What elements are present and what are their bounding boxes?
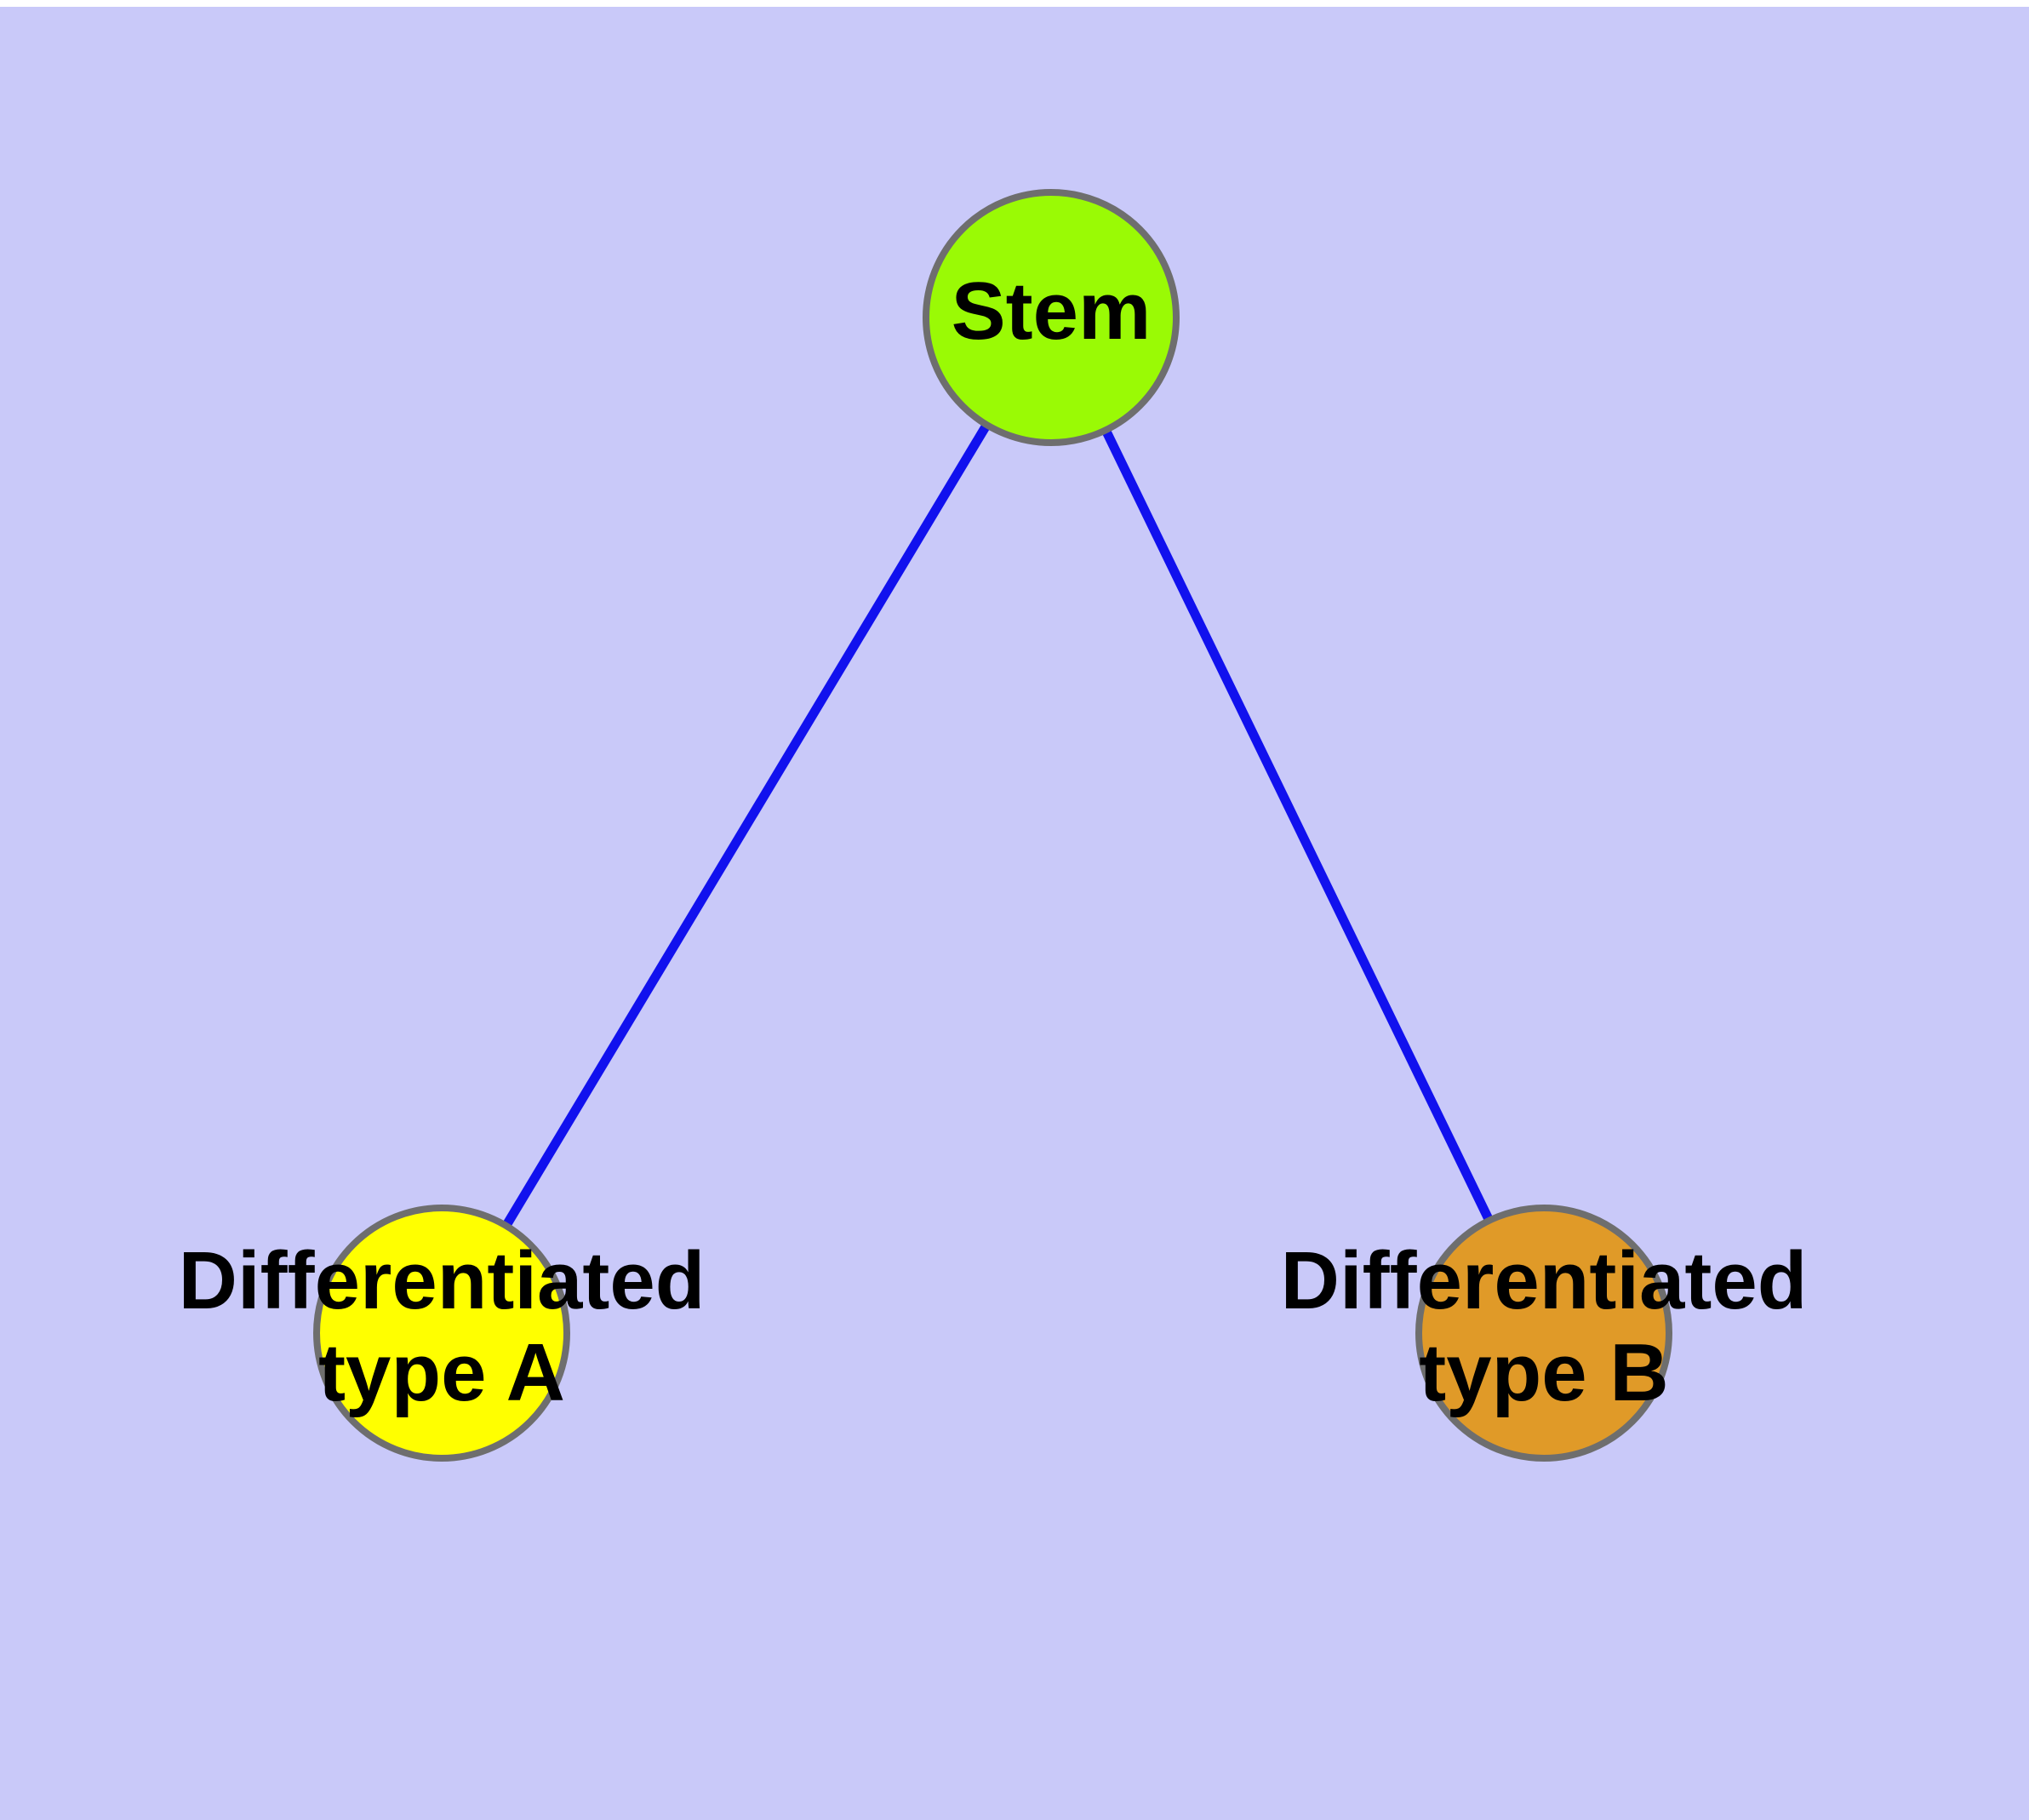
- node-circle-diff_a[interactable]: [313, 1205, 570, 1462]
- node-label-line: Stem: [952, 266, 1152, 357]
- node-label-line: type B: [1419, 1327, 1668, 1418]
- node-label-line: Differentiated: [179, 1236, 706, 1327]
- node-label-stem: Stem: [952, 266, 1152, 357]
- edge-stem-diff-b[interactable]: [1102, 429, 1493, 1222]
- edge-stem-diff-a[interactable]: [502, 423, 991, 1228]
- node-label-line: Differentiated: [1281, 1236, 1808, 1327]
- node-label-line: type A: [318, 1327, 565, 1418]
- canvas-top-strip: [0, 0, 2029, 7]
- node-stem[interactable]: Stem: [923, 189, 1180, 446]
- node-circle-diff_b[interactable]: [1415, 1205, 1672, 1462]
- edge-layer: [502, 423, 1493, 1228]
- node-circle-stem[interactable]: [923, 189, 1180, 446]
